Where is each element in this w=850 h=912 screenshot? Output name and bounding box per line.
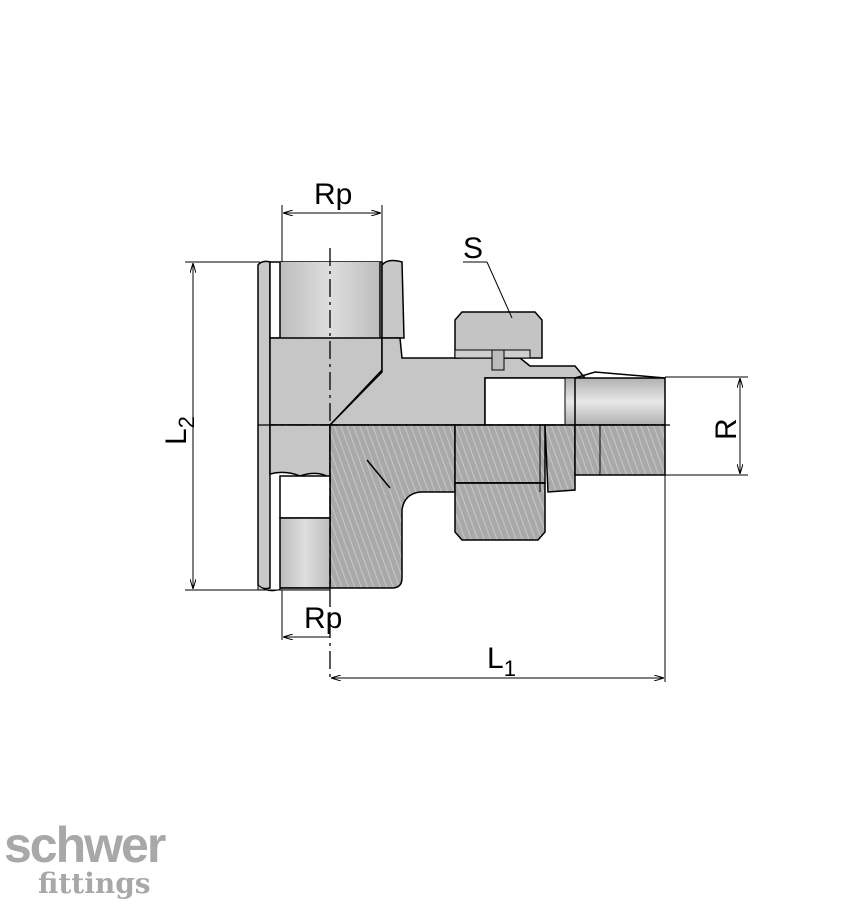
label-l1: L1	[487, 642, 516, 681]
label-l2-sub: 2	[174, 416, 199, 428]
dimension-labels: Rp Rp S R L1 L2	[160, 178, 743, 681]
label-rp-top: Rp	[314, 178, 352, 211]
label-l1-sub: 1	[504, 656, 516, 681]
label-l2-main: L	[160, 428, 193, 445]
label-l2: L2	[160, 416, 199, 445]
label-s: S	[463, 232, 483, 265]
dimension-lines	[185, 205, 748, 682]
tee-body	[257, 259, 587, 592]
label-rp-bottom: Rp	[304, 602, 342, 635]
label-l1-main: L	[487, 642, 504, 675]
logo-line2: fittings	[38, 867, 151, 900]
male-thread-end	[544, 371, 666, 493]
logo-line1: schwer	[4, 817, 166, 873]
label-r: R	[710, 418, 743, 440]
union-nut-upper	[454, 311, 543, 371]
center-lines	[258, 248, 670, 680]
brand-logo: schwer fittings	[4, 817, 168, 900]
union-nut-lower	[454, 424, 546, 541]
